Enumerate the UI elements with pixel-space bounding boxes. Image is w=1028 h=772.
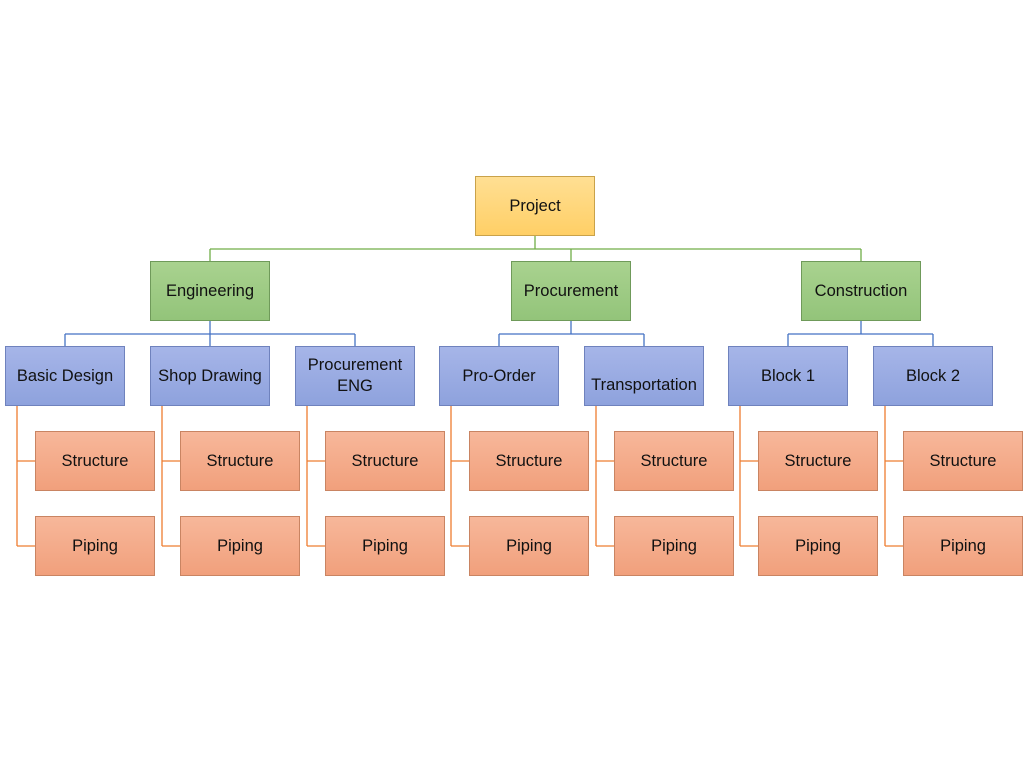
- leaf-structure: Structure: [325, 431, 445, 491]
- node-construction: Construction: [801, 261, 921, 321]
- leaf-structure: Structure: [180, 431, 300, 491]
- node-block-1: Block 1: [728, 346, 848, 406]
- leaf-structure: Structure: [758, 431, 878, 491]
- leaf-piping: Piping: [614, 516, 734, 576]
- node-pro-order: Pro-Order: [439, 346, 559, 406]
- leaf-structure: Structure: [614, 431, 734, 491]
- node-project: Project: [475, 176, 595, 236]
- leaf-piping: Piping: [35, 516, 155, 576]
- leaf-piping: Piping: [903, 516, 1023, 576]
- leaf-piping: Piping: [325, 516, 445, 576]
- node-procurement: Procurement: [511, 261, 631, 321]
- node-engineering: Engineering: [150, 261, 270, 321]
- leaf-structure: Structure: [469, 431, 589, 491]
- node-procurement-eng: Procurement ENG: [295, 346, 415, 406]
- leaf-structure: Structure: [903, 431, 1023, 491]
- leaf-piping: Piping: [469, 516, 589, 576]
- node-shop-drawing: Shop Drawing: [150, 346, 270, 406]
- leaf-structure: Structure: [35, 431, 155, 491]
- node-block-2: Block 2: [873, 346, 993, 406]
- leaf-piping: Piping: [180, 516, 300, 576]
- leaf-piping: Piping: [758, 516, 878, 576]
- node-basic-design: Basic Design: [5, 346, 125, 406]
- node-transportation: Transportation: [584, 346, 704, 406]
